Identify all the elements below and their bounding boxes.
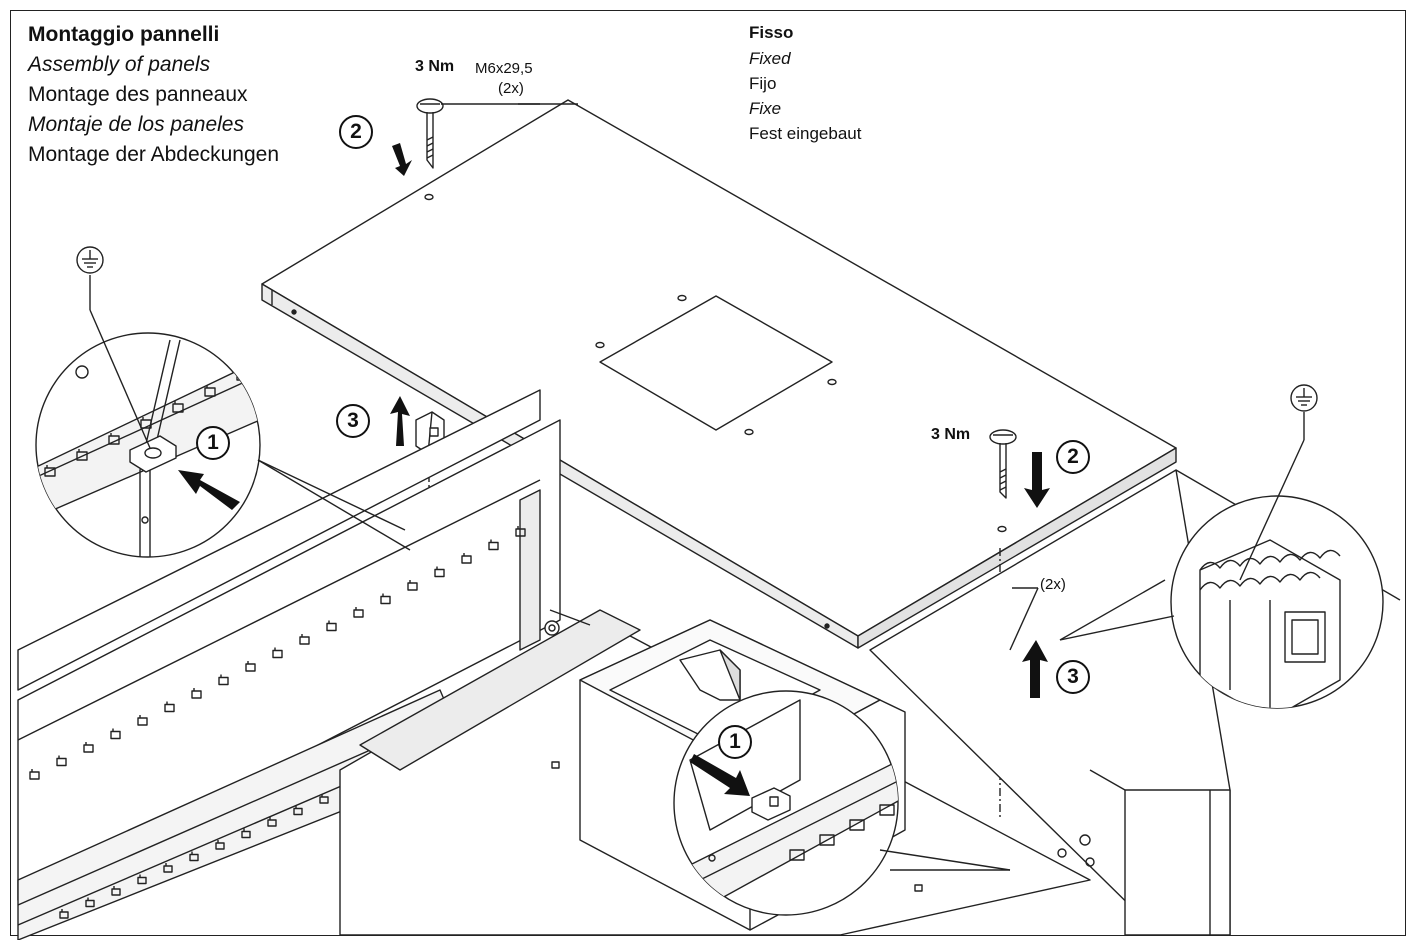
fixed-de: Fest eingebaut (749, 124, 862, 143)
step-1-bottom-badge: 1 (718, 725, 752, 759)
arrow-left-clip (178, 470, 240, 510)
rail-slot (293, 805, 303, 816)
title-en: Assembly of panels (28, 53, 211, 76)
arrow-bottom-clip (690, 754, 750, 796)
rail-slot (172, 401, 184, 413)
frame-right (869, 469, 1401, 936)
fixed-en: Fixed (749, 49, 791, 68)
torque-label-top: 3 Nm (415, 58, 455, 75)
arrow-down-top (392, 143, 412, 176)
step-2-right-badge: 2 (1056, 440, 1090, 474)
frame-left (17, 389, 561, 940)
arrow-up-right (1022, 640, 1048, 698)
fixed-es: Fijo (749, 74, 777, 93)
screw-right (989, 429, 1017, 499)
rail-slot (110, 728, 121, 740)
rail-slot (299, 634, 310, 645)
fixed-fr: Fixe (749, 99, 782, 118)
rail-slot (245, 661, 256, 672)
screw-spec-label: M6x29,5 (475, 60, 533, 77)
arrow-down-right (1024, 452, 1050, 508)
rail-slot (108, 433, 120, 445)
fixed-it: Fisso (749, 23, 794, 42)
rail-slot (83, 742, 94, 753)
rail-slot (241, 828, 251, 839)
step-2-top-badge: 2 (339, 115, 373, 149)
rail-slot (326, 620, 337, 632)
rail-slot (59, 909, 69, 919)
title-it: Montaggio pannelli (28, 23, 220, 46)
earth-ground-icon (76, 246, 104, 274)
rail-slot (272, 647, 283, 659)
rail-slot (267, 817, 277, 827)
rail-slot (488, 539, 499, 551)
arrow-up-left (390, 396, 410, 446)
rail-slot (137, 874, 147, 885)
rail-slot (191, 688, 202, 699)
title-de: Montage der Abdeckungen (28, 143, 280, 166)
screw-top (416, 98, 578, 169)
rail-slot (76, 449, 88, 461)
rail-slot (380, 593, 391, 605)
detail-circle-right (1059, 412, 1384, 709)
detail-circle-left (35, 275, 411, 558)
rail-slot (29, 769, 40, 780)
rail-slot (319, 794, 329, 804)
rail-slot (56, 755, 67, 767)
rail-slot (515, 526, 526, 537)
title-fr: Montage des panneaux (28, 83, 248, 106)
torque-label-right: 3 Nm (931, 426, 971, 443)
rail-slot (44, 465, 56, 477)
clip-qty-label: (2x) (1040, 576, 1066, 593)
earth-ground-icon (1290, 384, 1318, 412)
rail-slot (353, 607, 364, 618)
rail-slot (407, 580, 418, 591)
rail-slot (461, 553, 472, 564)
rail-slot (163, 863, 173, 873)
rail-slot (215, 840, 225, 850)
rail-slot (434, 566, 445, 578)
rail-slot (218, 674, 229, 686)
rail-slot (140, 417, 152, 429)
rail-slot (204, 385, 216, 397)
screw-qty-label: (2x) (498, 80, 524, 97)
rail-slot (111, 886, 121, 896)
rail-slot (189, 851, 199, 862)
rail-slot (85, 897, 95, 908)
step-3-left-badge: 3 (336, 404, 370, 438)
step-1-left-badge: 1 (196, 426, 230, 460)
step-3-right-badge: 3 (1056, 660, 1090, 694)
rail-slot (137, 715, 148, 726)
title-es: Montaje de los paneles (28, 113, 244, 136)
rail-slot (164, 701, 175, 713)
